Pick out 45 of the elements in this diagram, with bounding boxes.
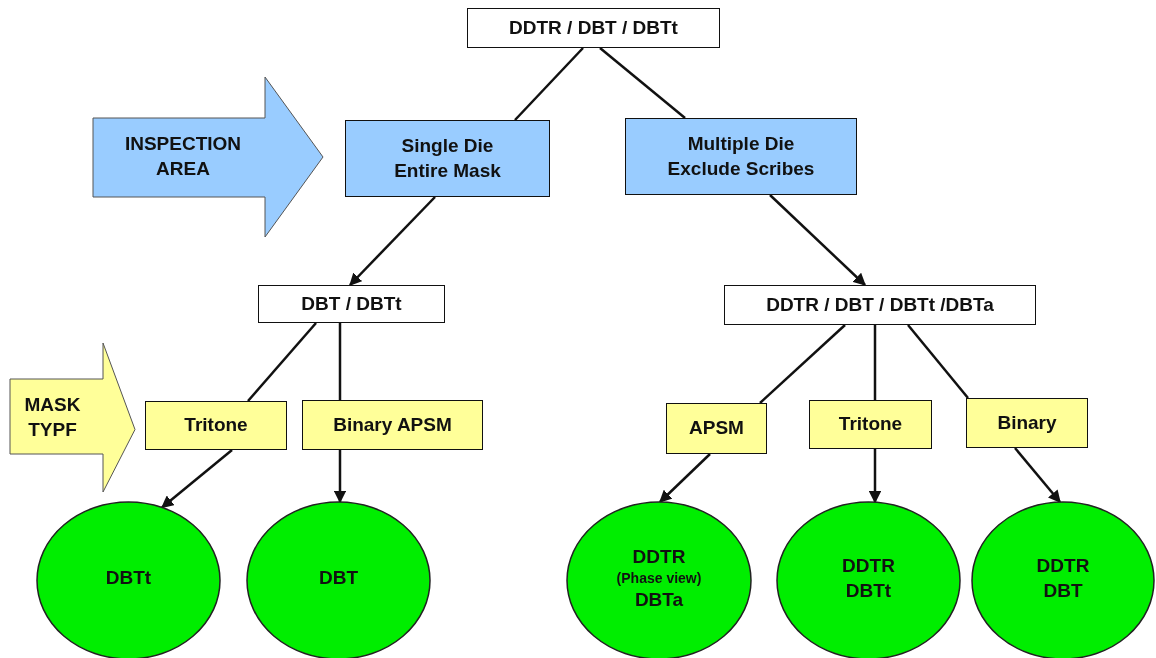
type-box [145, 401, 287, 450]
label-box [724, 285, 1036, 325]
node-label: Binary APSM [333, 412, 452, 437]
connector-line [514, 47, 584, 121]
type-box [809, 400, 932, 449]
node-label: Single Die Entire Mask [393, 133, 502, 183]
connector-line [907, 324, 969, 399]
arrow [349, 196, 436, 286]
node-label: MASK TYPF [23, 392, 82, 442]
label-box [258, 285, 445, 323]
arrow [161, 449, 233, 509]
connector-line [759, 324, 846, 404]
process-box [345, 120, 550, 197]
node-label: DBTt [845, 578, 892, 603]
label-box [467, 8, 720, 48]
node-label: (Phase view) [616, 569, 702, 588]
arrow [333, 450, 347, 504]
node-label: DBT / DBTt [301, 291, 402, 316]
arrow [868, 449, 882, 504]
process-box [625, 118, 857, 195]
node-label: Tritone [838, 412, 903, 437]
type-box [666, 403, 767, 454]
node-label: Multiple Die Exclude Scribes [666, 131, 816, 181]
connector-line [247, 322, 317, 402]
arrow [1014, 447, 1061, 503]
node-label: DBT [1043, 578, 1083, 603]
arrow [659, 453, 711, 503]
connector-line [338, 323, 342, 400]
node-label: Binary [997, 410, 1057, 435]
connector-line [599, 47, 686, 119]
node-label: Tritone [184, 413, 248, 438]
node-label: DDTR [632, 544, 686, 569]
node-label: DDTR / DBT / DBTt /DBTa [766, 292, 994, 317]
node-label: DDTR / DBT / DBTt [509, 15, 678, 40]
node-label: APSM [689, 416, 744, 441]
node-label: DDTR [1036, 553, 1090, 578]
type-box [966, 398, 1088, 448]
node-label: INSPECTION AREA [123, 132, 243, 181]
node-label: DBTt [105, 566, 152, 591]
node-label: DBT [318, 566, 359, 591]
node-label: DBTa [634, 587, 684, 612]
arrow [769, 194, 866, 286]
connector-line [873, 325, 877, 400]
type-box [302, 400, 483, 450]
node-label: DDTR [842, 553, 895, 578]
